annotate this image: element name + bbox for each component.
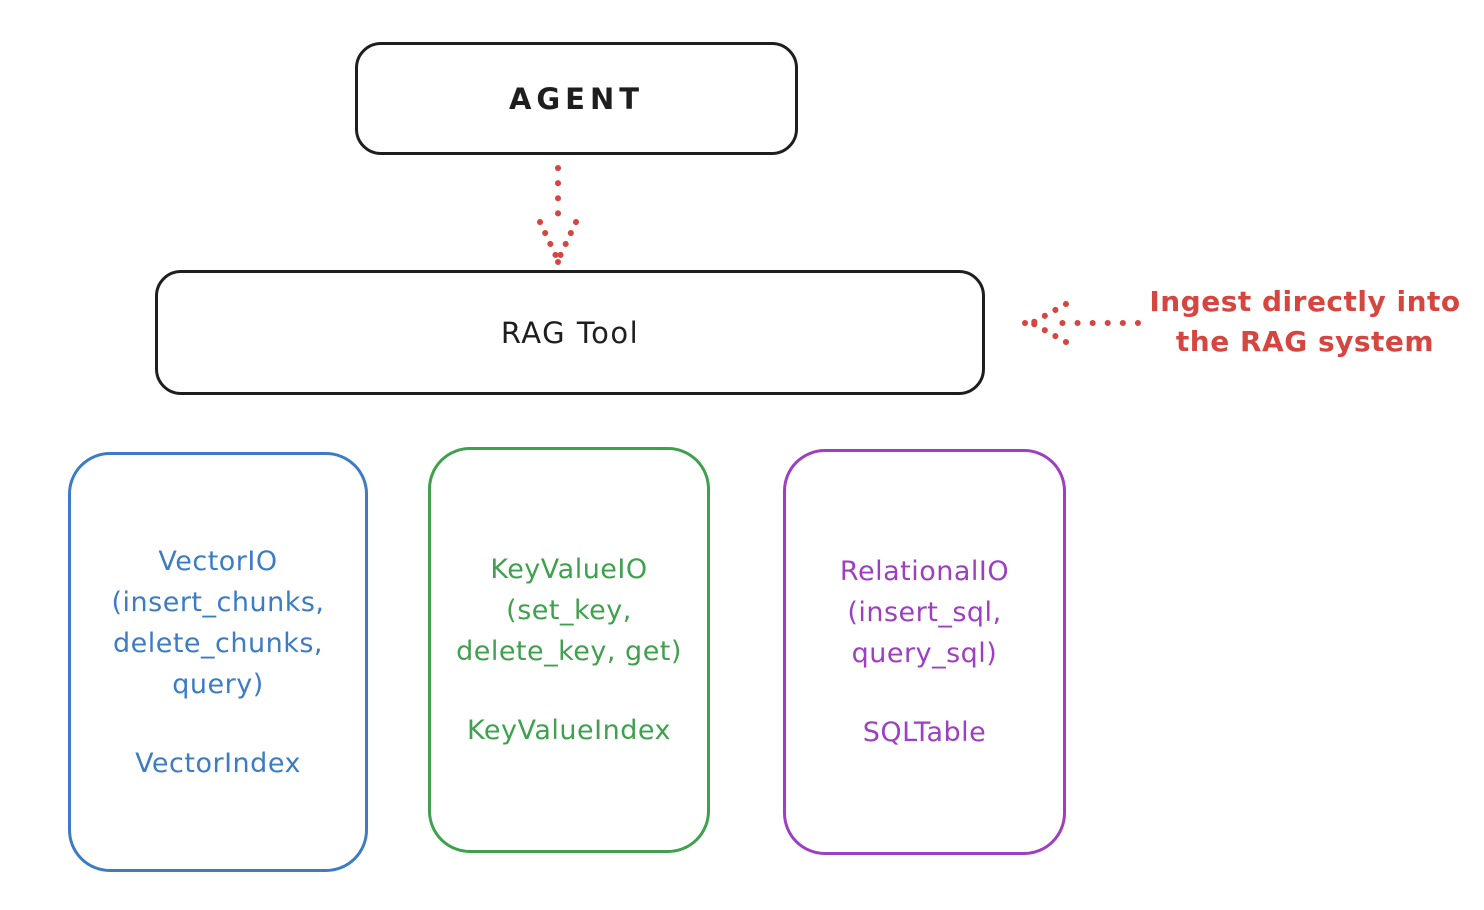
ingest-annotation-arrow-icon [1022,301,1141,345]
rag-tool-label: RAG Tool [500,315,640,350]
keyvalue-io-line: delete_key, get) [456,636,682,667]
sql-table-label: SQLTable [862,717,987,748]
keyvalue-io-line: (set_key, [506,595,632,626]
vector-io-node: VectorIO (insert_chunks, delete_chunks, … [68,452,368,872]
relational-io-line: RelationalIO [839,556,1010,587]
vector-io-line: delete_chunks, [112,627,323,659]
relational-io-line: (insert_sql, [847,597,1002,628]
keyvalue-io-node: KeyValueIO (set_key, delete_key, get) Ke… [428,447,710,853]
agent-node: AGENT [355,42,798,155]
rag-tool-node: RAG Tool [155,270,985,395]
vector-io-line: VectorIO [158,545,278,577]
vector-io-methods: VectorIO (insert_chunks, delete_chunks, … [112,541,325,705]
keyvalue-io-line: KeyValueIO [490,554,648,585]
ingest-annotation-line1: Ingest directly into [1149,285,1461,318]
relational-io-line: query_sql) [851,638,998,669]
keyvalue-index-label: KeyValueIndex [467,715,671,746]
relational-io-methods: RelationalIO (insert_sql, query_sql) [840,551,1009,674]
agent-label: AGENT [508,81,645,116]
vector-io-line: (insert_chunks, [111,586,325,618]
vector-index-label: VectorIndex [135,747,301,779]
relational-io-node: RelationalIO (insert_sql, query_sql) SQL… [783,449,1066,855]
ingest-annotation-line2: the RAG system [1175,325,1435,358]
ingest-annotation-text: Ingest directly into the RAG system [1140,282,1470,362]
agent-to-ragtool-arrow-icon [537,165,579,265]
vector-io-line: query) [172,668,264,700]
keyvalue-io-methods: KeyValueIO (set_key, delete_key, get) [456,549,682,672]
